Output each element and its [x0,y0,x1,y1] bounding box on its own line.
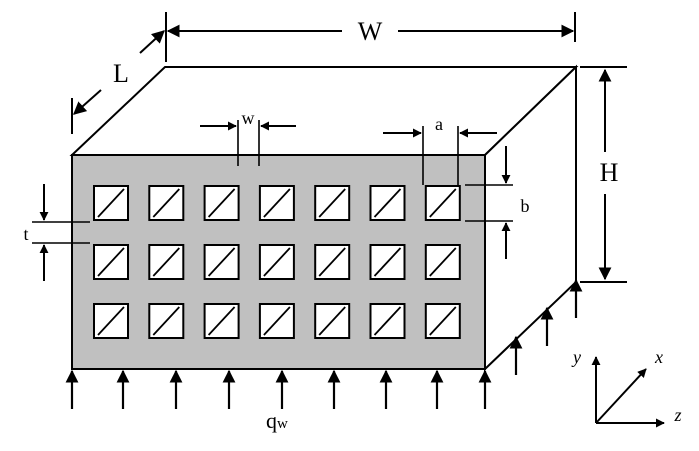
channel-cell [148,244,185,280]
channel-cell [203,185,240,221]
length-label: L [113,59,129,88]
channel-cell [369,244,406,280]
height-dimension: H [580,66,627,283]
axis-x-label: x [654,347,663,367]
channel-cell [148,185,185,221]
channel-cell [203,244,240,280]
channel-cell [93,185,129,221]
channel-width-label: w [242,108,255,128]
pitch-a-dimension: a [383,114,497,185]
heat-flux-arrows [65,278,583,409]
channel-width-dimension: w [200,108,296,166]
axis-z-label: z [673,405,681,425]
channel-cell [93,303,129,339]
thickness-dimension: t [23,184,90,281]
heat-flux-label: qw [266,408,288,433]
width-dimension: W [165,12,576,62]
axis-y-label: y [571,347,581,367]
channel-cell [314,185,351,221]
channel-cell [93,244,129,280]
channel-cell [258,185,295,221]
channel-cell [258,303,295,339]
width-label: W [358,17,383,46]
thickness-label: t [23,224,28,244]
pitch-a-label: a [435,114,443,134]
channel-grid [93,185,461,339]
channel-cell [203,303,240,339]
channel-cell [314,303,351,339]
pitch-b-dimension: b [465,146,530,259]
channel-cell [369,303,406,339]
coordinate-axes: y x z [571,347,682,428]
pitch-b-label: b [521,196,530,216]
channel-cell [424,303,461,339]
channel-cell [258,244,295,280]
length-dimension: L [71,30,165,134]
channel-cell [369,185,406,221]
channel-cell [424,244,461,280]
channel-cell [424,185,461,221]
channel-cell [314,244,351,280]
height-label: H [600,158,619,187]
channel-cell [148,303,185,339]
